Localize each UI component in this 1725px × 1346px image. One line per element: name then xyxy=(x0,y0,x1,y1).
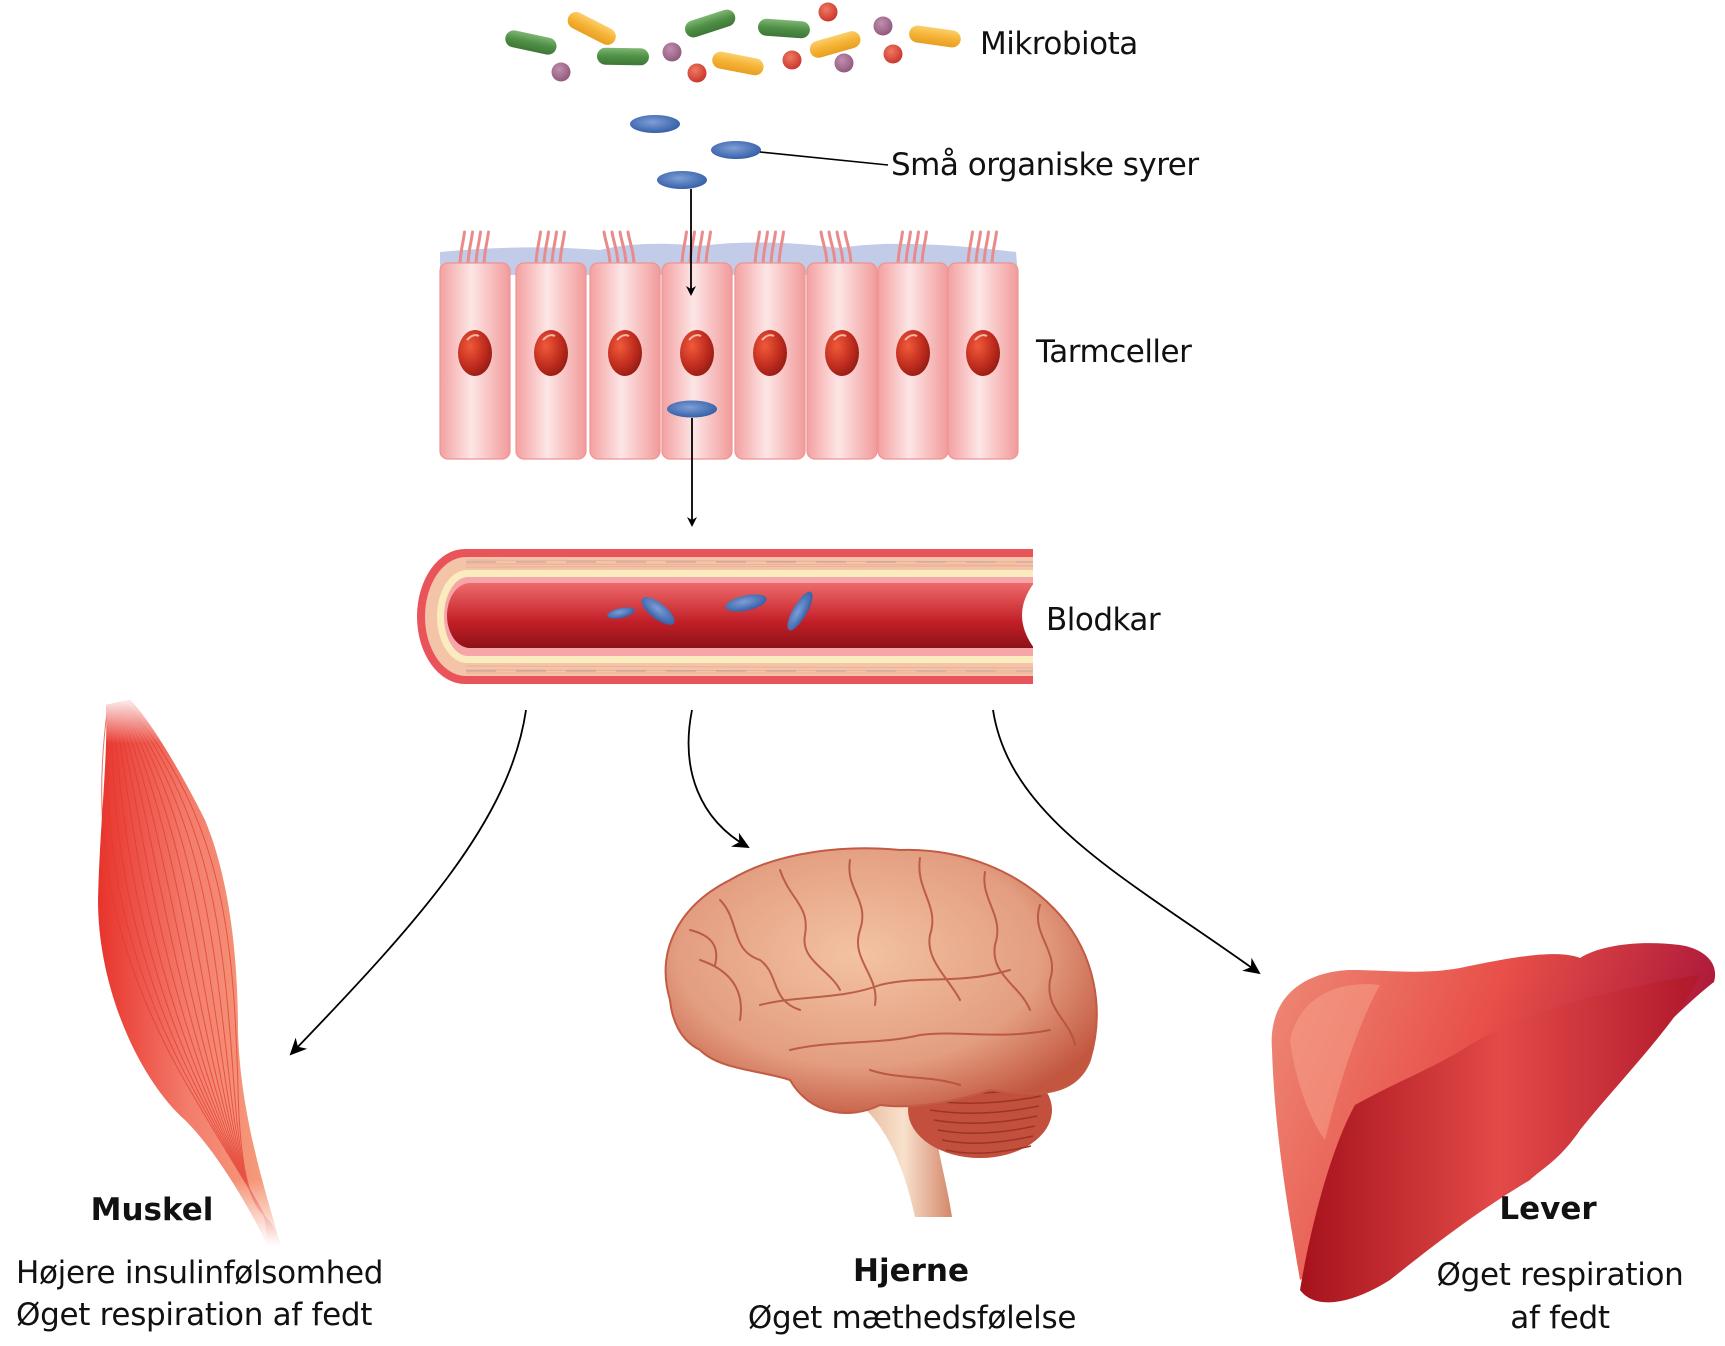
scfa-leader-line xyxy=(759,151,889,166)
brain-sulcus xyxy=(759,969,1011,1006)
nucleus-highlight xyxy=(761,334,775,341)
brain-sulcus xyxy=(789,1029,1051,1051)
gut-cell xyxy=(877,230,949,460)
bacterium-rod-green xyxy=(685,9,736,38)
organ-effect-liver-1: Øget respiration xyxy=(1436,1257,1684,1293)
gut-cell xyxy=(515,230,587,460)
liver-illustration xyxy=(1271,943,1716,1303)
brain-illustration xyxy=(664,847,1098,1217)
nucleus-highlight xyxy=(833,334,847,341)
cerebellum-fold xyxy=(933,1115,1038,1124)
organ-effect-muscle-2: Øget respiration af fedt xyxy=(16,1297,373,1333)
bacterium-coccus-red xyxy=(782,50,802,70)
cell-nucleus xyxy=(825,330,859,376)
brain-sulcus xyxy=(779,869,841,991)
bacterium-coccus-purple xyxy=(551,62,571,82)
bacterium-coccus-red xyxy=(818,2,838,22)
brain-sulcus xyxy=(1037,904,1076,1046)
gut-cell xyxy=(947,230,1019,460)
cerebellum-fold xyxy=(941,1135,1034,1144)
bacterium-coccus-purple xyxy=(873,16,893,36)
bacterium-rod-green xyxy=(758,18,810,39)
vessel-cut-end xyxy=(1022,583,1034,648)
liver-highlight xyxy=(1290,984,1380,1140)
gut-cell xyxy=(661,230,733,460)
nucleus-highlight xyxy=(616,334,630,341)
muscle-fade xyxy=(98,700,280,1245)
nucleus-highlight xyxy=(688,334,702,341)
cell-nucleus xyxy=(753,330,787,376)
gut-epithelium xyxy=(439,230,1019,460)
bacterium-coccus-purple xyxy=(662,42,682,62)
cell-nucleus xyxy=(608,330,642,376)
organ-title-muscle: Muskel xyxy=(90,1192,214,1228)
cell-nucleus xyxy=(534,330,568,376)
gut-cell xyxy=(806,230,878,460)
scfa-molecule xyxy=(657,171,707,189)
label-blood-vessel: Blodkar xyxy=(1046,602,1161,638)
brain-sulcus xyxy=(983,871,1031,1011)
scfa-molecule-in-blood xyxy=(787,591,813,631)
muscle-illustration xyxy=(98,700,280,1245)
blood-vessel xyxy=(417,549,1034,684)
scfa-group xyxy=(630,115,889,189)
organ-effect-liver-2: af fedt xyxy=(1510,1300,1610,1336)
scfa-molecule-in-blood xyxy=(607,607,635,619)
brain-sulcus xyxy=(918,857,961,1001)
bacterium-rod-green xyxy=(505,30,557,55)
brain-sulcus xyxy=(719,899,801,1011)
brain-sulcus xyxy=(869,1069,961,1086)
bacterium-coccus-red xyxy=(883,44,903,64)
brain-sulcus xyxy=(689,929,718,966)
scfa-molecule-in-cell xyxy=(667,400,717,418)
scfa-molecule-in-blood xyxy=(641,597,675,625)
cell-nucleus xyxy=(896,330,930,376)
cerebellum-fold xyxy=(937,1125,1036,1134)
vessel-lumen xyxy=(447,583,1034,648)
arrow-blood-to-muscle xyxy=(289,709,527,1056)
brain-sulcus xyxy=(848,859,877,1006)
gut-cell xyxy=(589,230,661,460)
nucleus-highlight xyxy=(466,334,480,341)
gut-cell xyxy=(439,230,511,460)
bacterium-coccus-red xyxy=(687,63,707,83)
nucleus-highlight xyxy=(974,334,988,341)
bacterium-rod-yellow xyxy=(809,31,861,58)
nucleus-highlight xyxy=(542,334,556,341)
organ-effect-muscle-1: Højere insulinfølsomhed xyxy=(16,1255,384,1291)
cell-nucleus xyxy=(458,330,492,376)
cell-nucleus xyxy=(680,330,714,376)
bacterium-rod-green xyxy=(596,47,649,66)
label-scfa: Små organiske syrer xyxy=(891,147,1199,183)
cerebellum-fold xyxy=(929,1105,1040,1114)
cerebellum-fold xyxy=(945,1145,1032,1154)
bacterium-rod-yellow xyxy=(567,12,616,45)
label-microbiota: Mikrobiota xyxy=(980,26,1138,62)
scfa-molecule-in-blood xyxy=(725,594,767,612)
microbiota-group xyxy=(505,2,961,83)
bacterium-coccus-purple xyxy=(834,53,854,73)
arrow-blood-to-liver xyxy=(992,709,1261,975)
cerebrum xyxy=(664,847,1098,1114)
gut-cell xyxy=(734,230,806,460)
bacterium-rod-yellow xyxy=(909,25,961,48)
arrow-blood-to-brain xyxy=(687,709,750,848)
label-gut-cells: Tarmceller xyxy=(1036,334,1192,370)
scfa-molecule xyxy=(630,115,680,133)
nucleus-highlight xyxy=(904,334,918,341)
bacterium-rod-yellow xyxy=(712,51,764,76)
organ-title-brain: Hjerne xyxy=(853,1253,969,1289)
organ-title-liver: Lever xyxy=(1499,1191,1597,1227)
organ-effect-brain-1: Øget mæthedsfølelse xyxy=(747,1300,1077,1336)
brain-sulcus xyxy=(699,959,742,1021)
liver-lower-lobe xyxy=(1300,975,1700,1303)
cell-nucleus xyxy=(966,330,1000,376)
scfa-molecule xyxy=(711,141,761,159)
